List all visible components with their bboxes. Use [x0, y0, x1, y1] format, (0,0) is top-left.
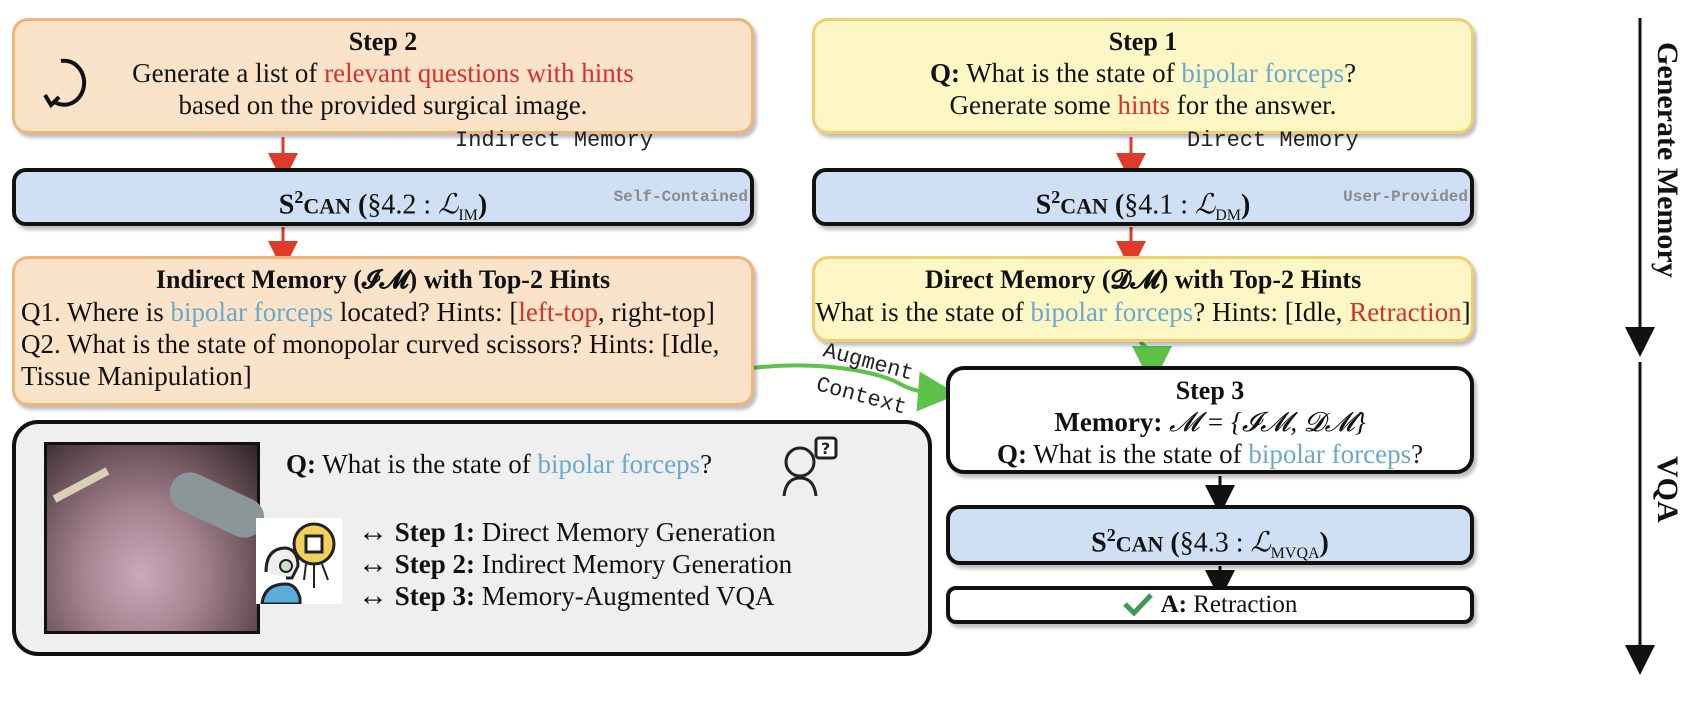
svg-text:?: ? [821, 439, 830, 458]
surgical-image [44, 442, 271, 634]
indirect-memory-q2: Q2. What is the state of monopolar curve… [21, 329, 720, 359]
indirect-memory-label: Indirect Memory [455, 128, 654, 153]
direct-memory-q: What is the state of bipolar forceps? Hi… [815, 297, 1471, 327]
step3-box: Step 3 Memory: 𝓜 = {𝓘𝓜, 𝓓𝓜} Q: What is t… [946, 366, 1474, 474]
step1-box: Step 1 Q: What is the state of bipolar f… [812, 18, 1474, 134]
vqa-label: VQA [1651, 456, 1684, 523]
overview-question: Q: What is the state of bipolar forceps? [286, 449, 713, 479]
bidirectional-arrow-icon: ↔ [358, 515, 388, 548]
direct-memory-label: Direct Memory [1187, 128, 1359, 153]
overview-step-2: ↔ Step 2: Indirect Memory Generation [358, 547, 793, 580]
bidirectional-arrow-icon: ↔ [358, 579, 388, 612]
step1-title: Step 1 [1108, 27, 1178, 56]
indirect-memory-q1: Q1. Where is bipolar forceps located? Hi… [21, 297, 715, 327]
answer-line: A: Retraction [950, 590, 1470, 620]
step2-line2: based on the provided surgical image. [178, 90, 588, 120]
can-dm-tag: User-Provided [1343, 188, 1468, 206]
step1-question: Q: What is the state of bipolar forceps? [929, 58, 1357, 88]
confused-person-icon: ? [782, 436, 838, 496]
overview-step-3: ↔ Step 3: Memory-Augmented VQA [358, 579, 775, 612]
step2-box: Step 2 Generate a list of relevant quest… [12, 18, 754, 134]
can-mvqa-label: S2CAN (§4.3 : ℒMVQA) [1091, 525, 1329, 562]
ai-robot-icon [256, 518, 342, 604]
arrow-augment-context [751, 363, 958, 412]
can-dm-box: S2CAN (§4.1 : ℒDM) User-Provided [812, 168, 1474, 226]
indirect-memory-title: Indirect Memory (𝓘𝓜) with Top-2 Hints [155, 265, 611, 294]
step3-memory: Memory: 𝓜 = {𝓘𝓜, 𝓓𝓜} [1054, 407, 1366, 437]
direct-memory-title: Direct Memory (𝓓𝓜) with Top-2 Hints [924, 265, 1362, 294]
arrow-dm-to-step3 [1131, 340, 1172, 386]
indirect-memory-box: Indirect Memory (𝓘𝓜) with Top-2 Hints Q1… [12, 256, 754, 406]
overview-step-1: ↔ Step 1: Direct Memory Generation [358, 515, 776, 548]
can-mvqa-box: S2CAN (§4.3 : ℒMVQA) [946, 505, 1474, 565]
step2-line1: Generate a list of relevant questions wi… [132, 58, 634, 88]
can-im-label: S2CAN (§4.2 : ℒIM) [278, 187, 488, 224]
instrument-shape [163, 465, 271, 545]
step2-highlight: relevant questions with hints [324, 58, 634, 88]
can-im-tag: Self-Contained [613, 188, 748, 206]
step2-title: Step 2 [348, 27, 418, 56]
bidirectional-arrow-icon: ↔ [358, 547, 388, 580]
can-dm-label: S2CAN (§4.1 : ℒDM) [1035, 187, 1251, 224]
checkmark-icon [1122, 593, 1153, 617]
indirect-memory-q2-cont: Tissue Manipulation] [21, 361, 252, 391]
answer-box: A: Retraction [946, 586, 1474, 624]
can-im-box: S2CAN (§4.2 : ℒIM) Self-Contained [12, 168, 754, 226]
refresh-cycle-icon [43, 58, 87, 109]
step1-line2: Generate some hints for the answer. [949, 90, 1337, 120]
generate-memory-label: Generate Memory [1651, 42, 1684, 278]
overview-panel: Q: What is the state of bipolar forceps?… [12, 420, 932, 656]
step3-title: Step 3 [1175, 376, 1245, 405]
direct-memory-box: Direct Memory (𝓓𝓜) with Top-2 Hints What… [812, 256, 1474, 342]
step3-question: Q: What is the state of bipolar forceps? [996, 439, 1424, 469]
overview-steps: ↔ Step 1: Direct Memory Generation ↔ Ste… [358, 516, 792, 612]
forceps-shape [52, 467, 110, 503]
